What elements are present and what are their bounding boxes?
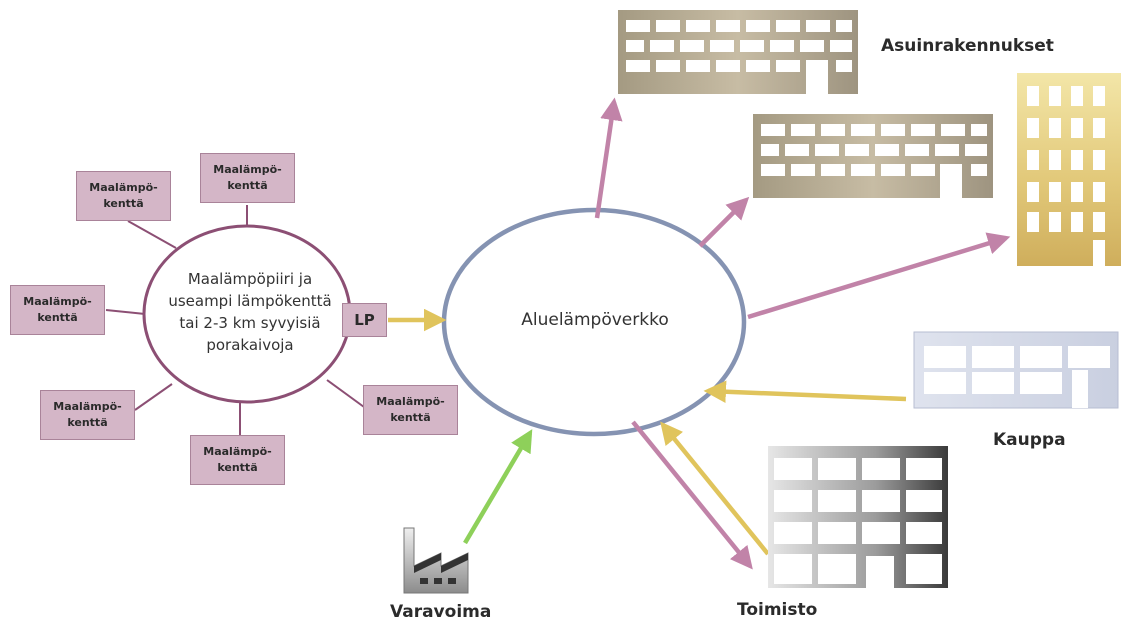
office-building [768,446,948,588]
field-connectors [105,205,365,435]
apartment-tower [1017,73,1121,266]
arrow-from-office [660,421,770,556]
geothermal-circle-text: Maalämpöpiiri ja useampi lämpökenttä tai… [168,270,332,354]
geo-field-box: Maalämpö- kenttä [76,171,171,221]
geo-field-box: Maalämpö- kenttä [200,153,295,203]
shop-label: Kauppa [993,430,1066,450]
residential-building-middle [753,114,993,198]
office-label: Toimisto [737,600,818,620]
factory-icon [403,527,469,594]
arrow-to-tower [747,232,1011,320]
shop-building [913,331,1119,409]
geo-field-box: Maalämpö- kenttä [40,390,135,440]
geo-field-box: Maalämpö- kenttä [10,285,105,335]
lp-box: LP [342,303,387,337]
arrow-from-shop [703,380,907,403]
residential-building-top [618,10,858,94]
arrow-from-backup [463,429,533,545]
arrow-to-residential-top [594,97,623,219]
backup-label: Varavoima [390,602,492,622]
geo-field-box: Maalämpö- kenttä [190,435,285,485]
arrow-to-office [631,420,753,570]
arrow-to-residential-middle [698,196,750,248]
geo-field-box: Maalämpö- kenttä [363,385,458,435]
network-label: Aluelämpöverkko [521,310,669,330]
residential-label: Asuinrakennukset [881,36,1054,56]
